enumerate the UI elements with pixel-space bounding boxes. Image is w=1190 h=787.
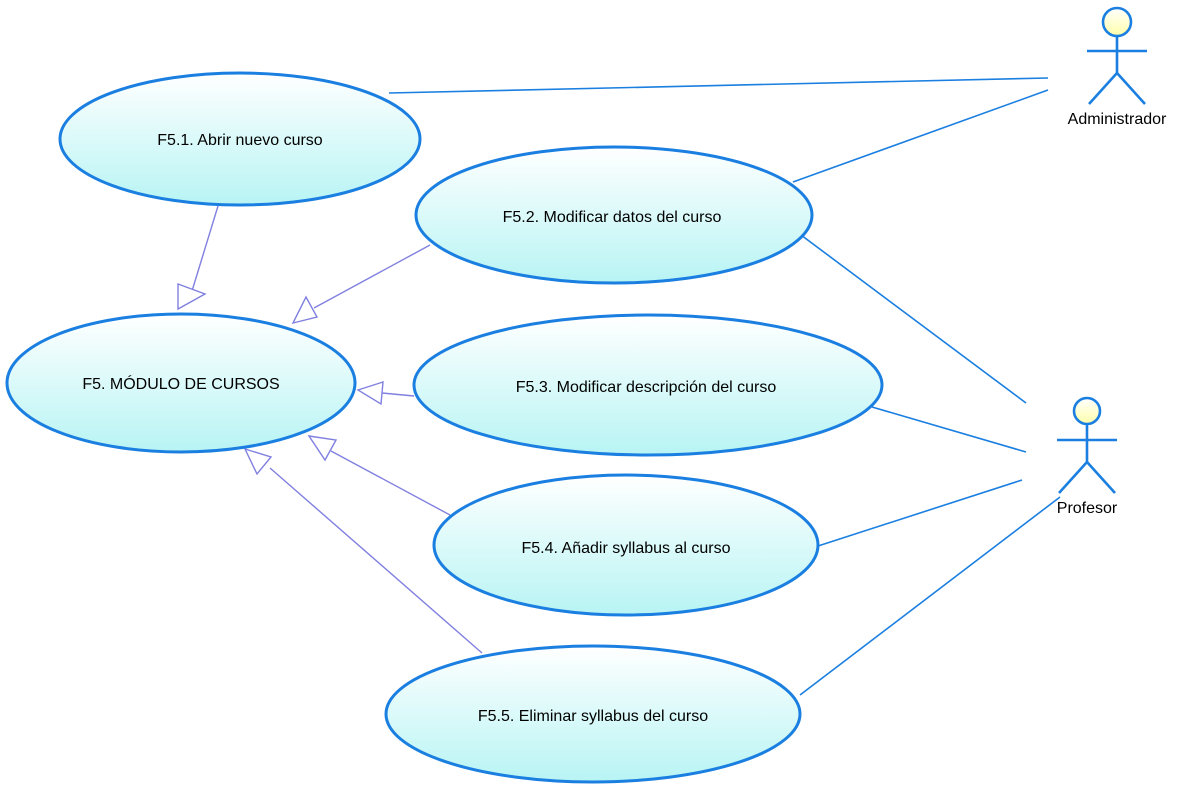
actor-profesor-leg-left (1058, 461, 1088, 494)
use-case-f53[interactable]: F5.3. Modificar descripción del curso (412, 313, 884, 457)
use-case-f55-label: F5.5. Eliminar syllabus del curso (478, 708, 708, 725)
use-case-f51[interactable]: F5.1. Abrir nuevo curso (58, 71, 422, 207)
use-case-f53-label: F5.3. Modificar descripción del curso (516, 379, 777, 396)
actor-profesor-leg-right (1086, 461, 1116, 494)
association-administrador-f52[interactable] (792, 89, 1049, 183)
association-profesor-f54[interactable] (817, 479, 1023, 547)
actor-administrador-leg-left (1088, 72, 1118, 105)
association-profesor-f55[interactable] (799, 496, 1061, 696)
generalization-f51-f5[interactable] (177, 205, 219, 311)
use-case-f52[interactable]: F5.2. Modificar datos del curso (414, 145, 814, 285)
association-administrador-f51[interactable] (388, 77, 1049, 94)
use-case-f5[interactable]: F5. MÓDULO DE CURSOS (5, 312, 357, 454)
use-case-f5-label: F5. MÓDULO DE CURSOS (82, 374, 279, 393)
use-case-f54[interactable]: F5.4. Añadir syllabus al curso (432, 473, 820, 617)
use-case-f54-label: F5.4. Añadir syllabus al curso (522, 540, 731, 557)
actor-administrador[interactable] (1087, 6, 1147, 105)
association-profesor-f52[interactable] (796, 231, 1027, 404)
generalization-lines (177, 205, 483, 654)
use-case-f52-label: F5.2. Modificar datos del curso (503, 209, 722, 226)
use-case-f51-label: F5.1. Abrir nuevo curso (157, 132, 323, 149)
association-lines (388, 77, 1061, 696)
actor-profesor-label: Profesor (1057, 500, 1118, 517)
actor-administrador-label: Administrador (1068, 111, 1167, 128)
actor-administrador-head (1101, 6, 1133, 38)
association-profesor-f53[interactable] (871, 406, 1027, 453)
generalization-f53-f5[interactable] (356, 381, 415, 406)
actor-profesor-head (1072, 396, 1102, 426)
generalization-f55-f5[interactable] (243, 447, 483, 654)
actor-administrador-leg-right (1116, 72, 1146, 105)
generalization-f54-f5[interactable] (307, 435, 451, 516)
use-case-f55[interactable]: F5.5. Eliminar syllabus del curso (384, 644, 802, 784)
generalization-f52-f5[interactable] (291, 244, 431, 325)
actor-profesor[interactable] (1057, 396, 1117, 494)
